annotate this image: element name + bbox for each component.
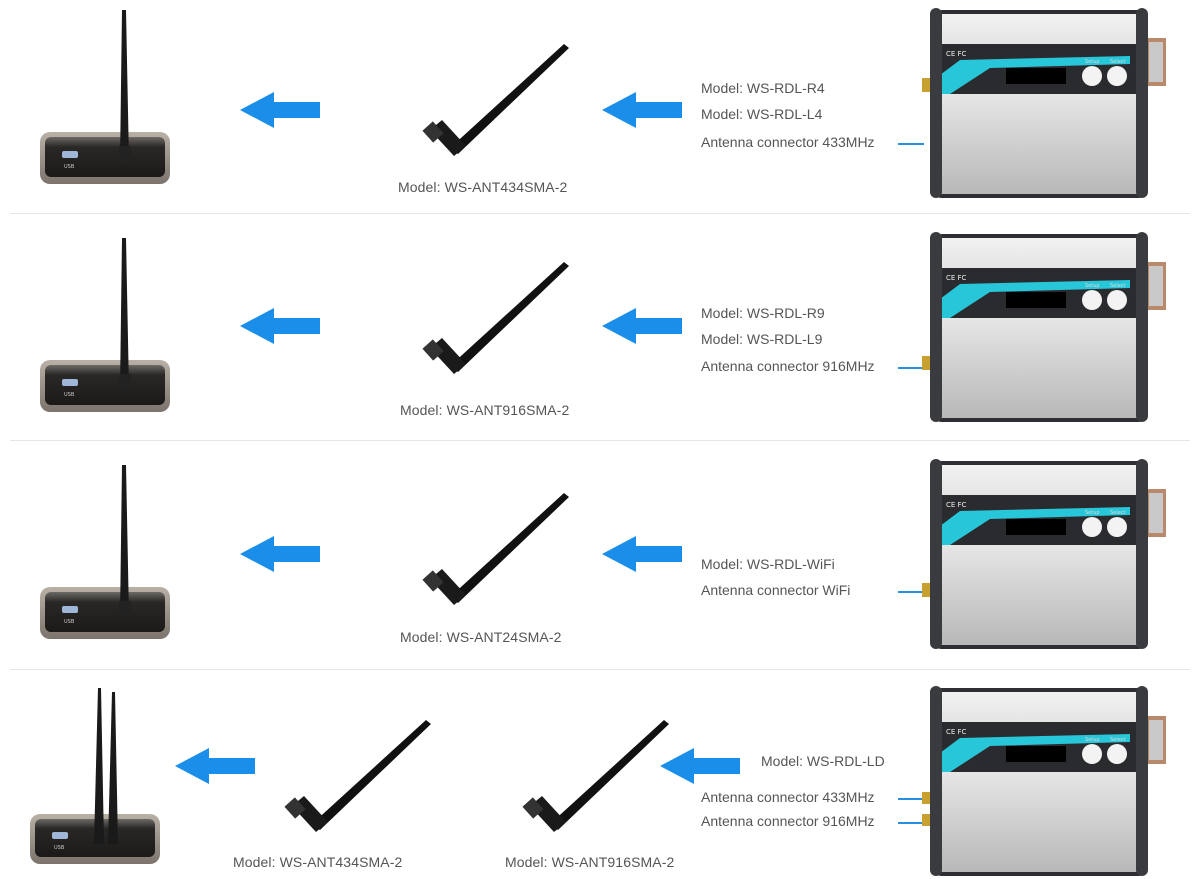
select-label: Select [1110,737,1125,743]
connector-label: Antenna connector 433MHz [701,789,875,805]
antenna-model-label: Model: WS-ANT434SMA-2 [398,179,568,195]
device-model-label: Model: WS-RDL-L9 [701,331,823,347]
left-arrow-icon [660,748,740,784]
connector-lead-line [898,798,924,800]
connector-lead-line [898,367,924,369]
row-divider [10,440,1190,441]
device-model-label: Model: WS-RDL-LD [761,753,885,769]
row-916: USB Model: WS-ANT916SMA-2 Model: WS-RDL-… [0,214,1200,440]
usb-label: USB [54,845,65,851]
row-dual: USB Model: WS-ANT434SMA-2 Model: WS-ANT9… [0,670,1200,879]
left-arrow-icon [602,536,682,572]
device-model-label: Model: WS-RDL-R9 [701,305,825,321]
antenna-image [420,40,580,165]
row-divider [10,213,1190,214]
connector-lead-line [898,591,924,593]
left-arrow-icon [240,536,320,572]
left-arrow-icon [602,92,682,128]
left-arrow-icon [175,748,255,784]
antenna-image [520,716,680,841]
select-label: Select [1110,283,1125,289]
antenna-model-label: Model: WS-ANT916SMA-2 [400,402,570,418]
connector-label: Antenna connector 433MHz [701,134,875,150]
device-model-label: Model: WS-RDL-R4 [701,80,825,96]
device-model-label: Model: WS-RDL-L4 [701,106,823,122]
antenna-model-label: Model: WS-ANT24SMA-2 [400,629,562,645]
logger-device: Setup Select CE FC [920,686,1170,878]
antenna-model-label: Model: WS-ANT916SMA-2 [505,854,675,870]
left-arrow-icon [602,308,682,344]
setup-label: Setup [1085,283,1100,289]
cert-marks: CE FC [946,274,967,282]
cert-marks: CE FC [946,728,967,736]
logger-device: Setup Select CE FC [920,232,1170,424]
connector-label: Antenna connector 916MHz [701,358,875,374]
connector-label: Antenna connector WiFi [701,582,851,598]
receiver-device: USB [40,461,170,639]
row-wifi: USB Model: WS-ANT24SMA-2 Model: WS-RDL-W… [0,441,1200,669]
usb-label: USB [64,392,75,398]
cert-marks: CE FC [946,50,967,58]
select-label: Select [1110,510,1125,516]
receiver-device: USB [40,6,170,184]
antenna-model-label: Model: WS-ANT434SMA-2 [233,854,403,870]
connector-lead-line [898,822,924,824]
left-arrow-icon [240,92,320,128]
connector-lead-line [898,143,924,145]
setup-label: Setup [1085,59,1100,65]
logger-device: Setup Select CE FC [920,8,1170,200]
row-433: USB Model: WS-ANT434SMA-2 Model: WS-RDL-… [0,0,1200,213]
usb-label: USB [64,164,75,170]
antenna-image [420,258,580,383]
device-model-label: Model: WS-RDL-WiFi [701,556,835,572]
setup-label: Setup [1085,510,1100,516]
logger-device: Setup Select CE FC [920,459,1170,651]
left-arrow-icon [240,308,320,344]
connector-label: Antenna connector 916MHz [701,813,875,829]
select-label: Select [1110,59,1125,65]
usb-label: USB [64,619,75,625]
antenna-image [420,489,580,614]
receiver-device-dual: USB [30,684,160,864]
antenna-image [282,716,442,841]
row-divider [10,669,1190,670]
cert-marks: CE FC [946,501,967,509]
setup-label: Setup [1085,737,1100,743]
receiver-device: USB [40,234,170,412]
